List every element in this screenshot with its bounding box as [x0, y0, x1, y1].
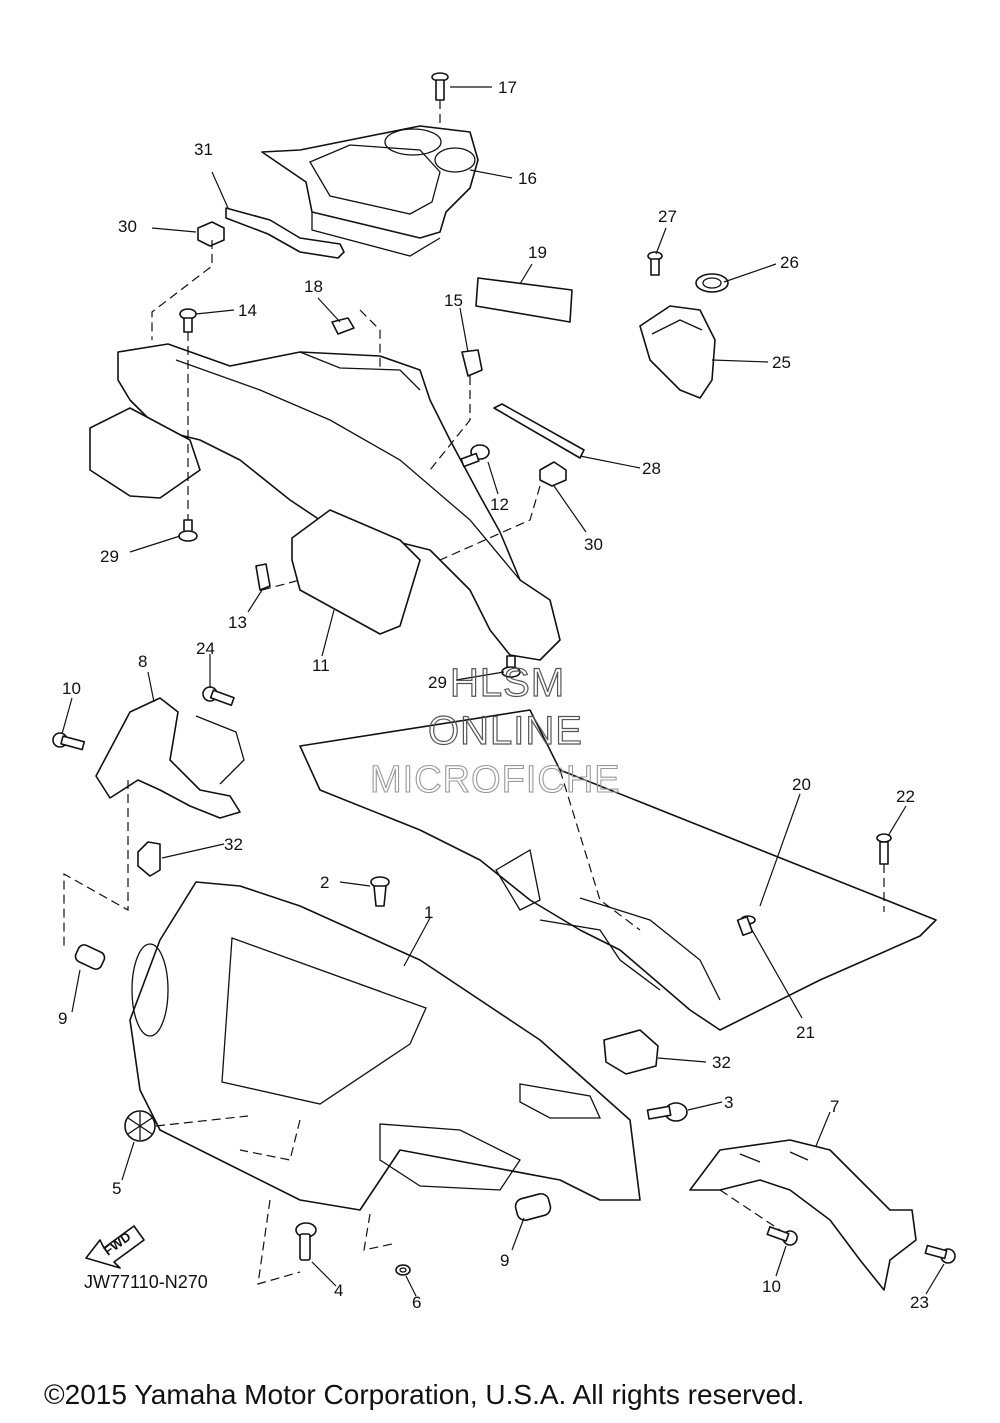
callout-24: 24: [196, 639, 215, 658]
watermark: HLSM ONLINE MICROFICHE: [369, 660, 621, 801]
assembly-lines: [63, 100, 885, 1285]
callout-30-lower: 30: [584, 535, 603, 554]
part-32-clip-upper[interactable]: [137, 841, 161, 877]
callout-29-left: 29: [100, 547, 119, 566]
leader-lines: [61, 86, 945, 1297]
part-22-rivet[interactable]: [876, 833, 892, 865]
part-9-spacer-left[interactable]: [74, 943, 107, 971]
part-17-bolt[interactable]: [431, 72, 449, 101]
watermark-line-2: ONLINE: [428, 709, 583, 753]
part-3-bolt[interactable]: [646, 1102, 688, 1122]
callout-32-lower: 32: [712, 1053, 731, 1072]
part-15-grommet[interactable]: [461, 349, 483, 377]
callout-14: 14: [238, 301, 257, 320]
callout-23: 23: [910, 1293, 929, 1312]
part-26-cap[interactable]: [695, 273, 729, 293]
callout-8: 8: [138, 652, 147, 671]
part-21-rivet[interactable]: [736, 915, 756, 937]
part-12-bolt[interactable]: [460, 444, 490, 468]
part-27-rivet[interactable]: [647, 251, 663, 276]
callout-26: 26: [780, 253, 799, 272]
part-5-grommet[interactable]: [124, 1110, 156, 1142]
callout-30-upper: 30: [118, 217, 137, 236]
callout-16: 16: [518, 169, 537, 188]
part-30-clip-lower[interactable]: [539, 461, 567, 487]
callout-31: 31: [194, 140, 213, 159]
callout-11: 11: [312, 656, 330, 675]
callout-9-lower: 9: [500, 1251, 509, 1270]
part-4-bolt[interactable]: [295, 1222, 317, 1261]
part-7-side-cover-right[interactable]: [689, 1139, 917, 1291]
part-31-strip[interactable]: [225, 207, 345, 259]
callout-17: 17: [498, 78, 517, 97]
part-16-cup-holder-tray[interactable]: [261, 125, 479, 257]
part-25-cover[interactable]: [639, 305, 716, 399]
callout-15: 15: [444, 291, 463, 310]
callout-12: 12: [490, 495, 509, 514]
callout-9-left: 9: [58, 1009, 67, 1028]
part-10-bolt-right[interactable]: [766, 1226, 798, 1246]
part-13-clip-nut[interactable]: [255, 563, 271, 591]
callout-7: 7: [830, 1097, 839, 1116]
watermark-line-1: HLSM: [450, 661, 565, 705]
callout-22: 22: [896, 787, 915, 806]
callout-32-upper: 32: [224, 835, 243, 854]
callout-10-left: 10: [62, 679, 81, 698]
part-24-bolt[interactable]: [202, 686, 235, 707]
part-20-bottom-panel[interactable]: [299, 709, 937, 1031]
part-6-washer[interactable]: [395, 1264, 411, 1276]
fwd-arrow: FWD: [85, 1225, 145, 1269]
part-8-side-cover[interactable]: [95, 697, 245, 819]
callout-28: 28: [642, 459, 661, 478]
callout-5: 5: [112, 1179, 121, 1198]
callout-6: 6: [412, 1293, 421, 1312]
part-1-hull-panel[interactable]: [129, 881, 641, 1211]
diagram-code: JW77110-N270: [84, 1272, 208, 1292]
callout-1: 1: [424, 903, 433, 922]
callout-21: 21: [796, 1023, 815, 1042]
callout-13: 13: [228, 613, 247, 632]
part-10-bolt-left[interactable]: [52, 732, 86, 751]
part-2-rivet[interactable]: [370, 876, 390, 907]
part-30-clip-upper[interactable]: [197, 221, 225, 247]
part-29-bolt-left[interactable]: [178, 519, 198, 542]
part-9-spacer-lower[interactable]: [514, 1192, 553, 1222]
callout-4: 4: [334, 1281, 343, 1300]
callout-19: 19: [528, 243, 547, 262]
callout-18: 18: [304, 277, 323, 296]
watermark-line-3: MICROFICHE: [370, 759, 621, 801]
callout-10-right: 10: [762, 1277, 781, 1296]
callout-3: 3: [724, 1093, 733, 1112]
callout-29-center: 29: [428, 673, 447, 692]
part-28-rail[interactable]: [493, 403, 585, 459]
copyright: ©2015 Yamaha Motor Corporation, U.S.A. A…: [44, 1379, 804, 1410]
part-14-rivet[interactable]: [179, 308, 197, 333]
upper-deck-cowling[interactable]: [89, 343, 561, 661]
part-23-bolt[interactable]: [924, 1244, 956, 1264]
callout-labels: 17 16 31 30 14 18 15 19 27 26 25 28 12 3…: [58, 78, 929, 1312]
callout-25: 25: [772, 353, 791, 372]
callout-20: 20: [792, 775, 811, 794]
part-32-pad-lower[interactable]: [603, 1029, 659, 1075]
callout-2: 2: [320, 873, 329, 892]
part-18-nut[interactable]: [331, 317, 355, 335]
part-19-label[interactable]: [475, 277, 573, 323]
callout-27: 27: [658, 207, 677, 226]
